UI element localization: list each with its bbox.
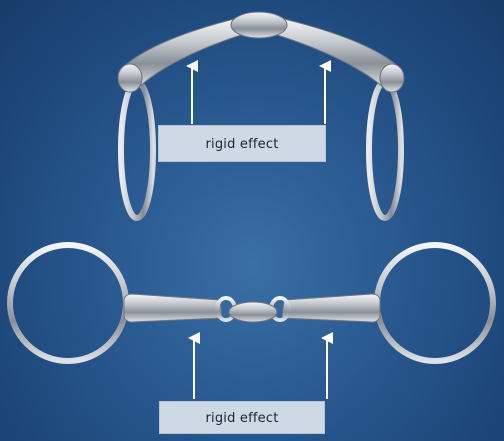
top-bit bbox=[117, 11, 405, 221]
bottom-left-cannon bbox=[123, 293, 223, 323]
top-left-ring bbox=[118, 79, 156, 221]
bottom-bit bbox=[7, 242, 496, 364]
bottom-left-ring bbox=[7, 242, 129, 364]
bottom-right-ring bbox=[374, 242, 496, 364]
rigid-effect-label-bottom: rigid effect bbox=[159, 401, 325, 434]
rigid-effect-label-top: rigid effect bbox=[158, 125, 326, 162]
bottom-center-link bbox=[228, 301, 278, 323]
bottom-right-cannon bbox=[281, 293, 381, 323]
top-right-ring bbox=[366, 79, 404, 221]
top-center-link bbox=[230, 11, 288, 39]
top-right-cap bbox=[379, 63, 405, 93]
top-left-cap bbox=[117, 63, 143, 93]
